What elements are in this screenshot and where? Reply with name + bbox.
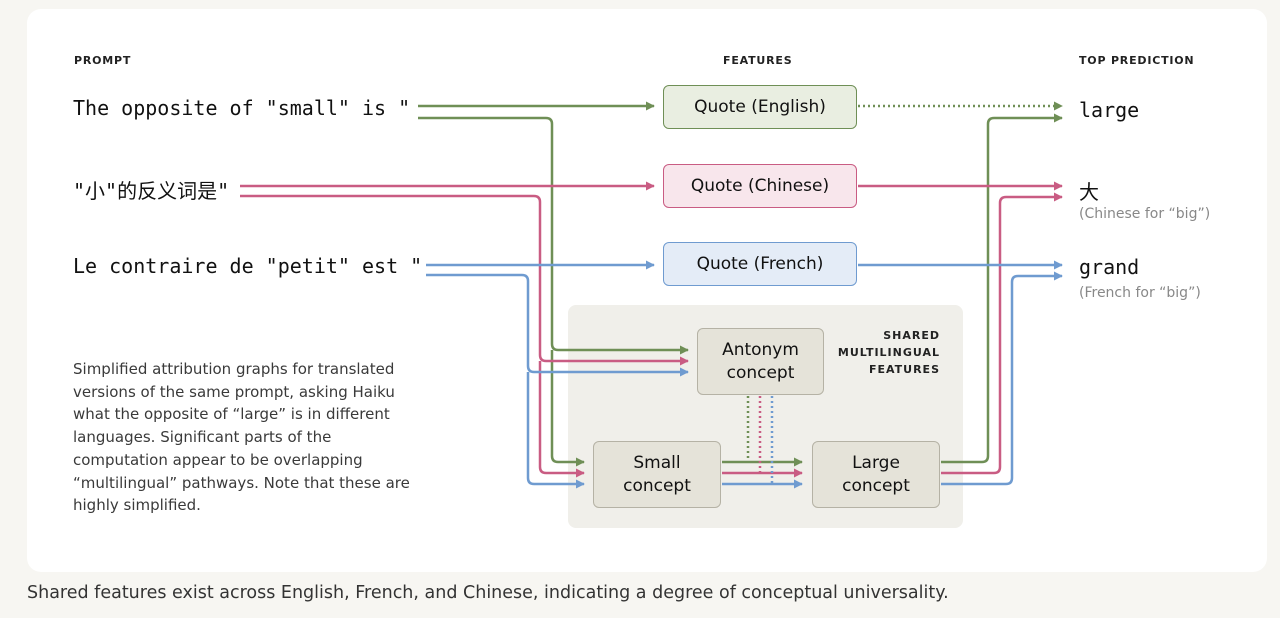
edge-fr-large-to-prediction (941, 271, 1063, 486)
antonym-concept-line1: Antonym (722, 339, 799, 360)
prediction-english: large (1079, 98, 1140, 122)
prediction-french: grand (1079, 255, 1140, 279)
feature-quote-french-label: Quote (French) (696, 254, 824, 274)
prompt-header: PROMPT (74, 54, 132, 67)
edge-fr-prompt-to-small (526, 372, 585, 489)
large-concept-line1: Large (852, 452, 900, 473)
edge-zh-large-to-prediction (941, 192, 1063, 475)
features-header: FEATURES (723, 54, 793, 67)
feature-quote-english: Quote (English) (663, 85, 857, 129)
feature-quote-chinese: Quote (Chinese) (663, 164, 857, 208)
feature-large-concept: Large concept (812, 441, 940, 508)
figure-caption: Shared features exist across English, Fr… (27, 583, 949, 603)
large-concept-line2: concept (842, 475, 910, 496)
shared-label-line2: MULTILINGUAL (837, 346, 940, 359)
edge-zh-prompt-to-antonym (240, 194, 689, 366)
edge-en-large-to-prediction (941, 113, 1063, 464)
prompt-english: The opposite of "small" is " (73, 96, 411, 120)
prediction-chinese-note: (Chinese for “big”) (1079, 206, 1211, 222)
edge-en-prompt-to-small (550, 350, 585, 467)
antonym-concept-line2: concept (726, 362, 795, 383)
prediction-chinese: 大 (1079, 180, 1099, 204)
prompt-french: Le contraire de "petit" est " (73, 254, 423, 278)
small-concept-line2: concept (623, 475, 691, 496)
prompt-chinese: "小"的反义词是" (73, 179, 230, 203)
feature-quote-french: Quote (French) (663, 242, 857, 286)
feature-quote-english-label: Quote (English) (694, 97, 826, 117)
top-prediction-header: TOP PREDICTION (1079, 54, 1195, 67)
shared-multilingual-features-label: SHARED MULTILINGUAL FEATURES (820, 327, 940, 378)
edge-en-prompt-to-antonym (418, 116, 689, 355)
feature-antonym-concept: Antonym concept (697, 328, 824, 395)
small-concept-line1: Small (633, 452, 681, 473)
edge-fr-prompt-to-antonym (426, 273, 689, 377)
diagram-description: Simplified attribution graphs for transl… (73, 360, 410, 515)
shared-label-line3: FEATURES (868, 363, 940, 376)
shared-label-line1: SHARED (883, 329, 940, 342)
feature-small-concept: Small concept (593, 441, 721, 508)
feature-quote-chinese-label: Quote (Chinese) (690, 176, 830, 196)
edge-zh-prompt-to-small (538, 361, 585, 478)
prediction-french-note: (French for “big”) (1079, 285, 1201, 301)
